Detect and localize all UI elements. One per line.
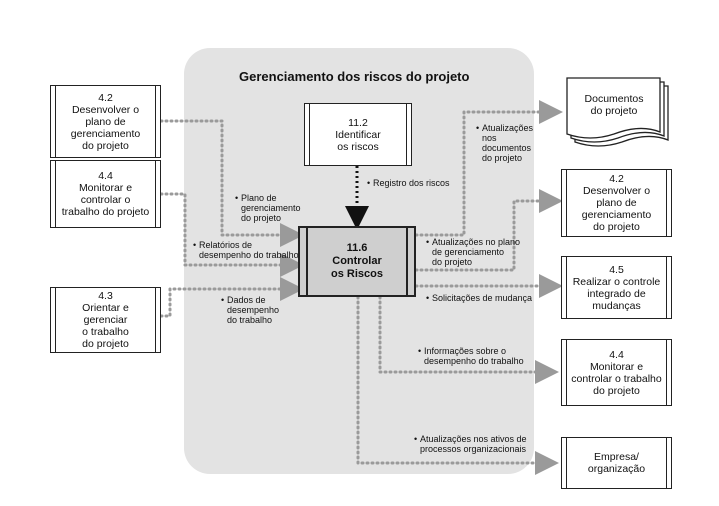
input-process-4-2-text: 4.2 Desenvolver o plano de gerenciamento… (70, 91, 141, 152)
flow-ativos (356, 295, 559, 475)
label-registro: Registro dos riscos (367, 178, 449, 188)
output-process-4-2-text: 4.2 Desenvolver o plano de gerenciamento… (581, 173, 652, 233)
input-process-4-4-text: 4.4 Monitorar e controlar o trabalho do … (61, 170, 150, 218)
label-plano: Plano de gerenciamento do projeto (235, 193, 301, 223)
label-atual-plano: Atualizações no plano de gerenciamento d… (426, 237, 520, 267)
center-process-number: 11.6 (346, 242, 368, 254)
flow-plano (159, 119, 304, 247)
output-documentos: Documentos do projeto (584, 93, 644, 117)
process-11-2: 11.2 Identificar os riscos (304, 103, 412, 166)
input-process-4-3: 4.3 Orientar e gerenciar o trabalho do p… (50, 287, 161, 353)
input-process-4-3-text: 4.3 Orientar e gerenciar o trabalho do p… (82, 290, 129, 350)
output-process-4-5: 4.5 Realizar o controle integrado de mud… (561, 256, 672, 319)
diagram-title: Gerenciamento dos riscos do projeto (239, 69, 470, 84)
label-relatorios: Relatórios de desempenho do trabalho (193, 240, 299, 260)
documents-icon (566, 77, 669, 147)
label-ativos: Atualizações nos ativos de processos org… (414, 434, 527, 454)
output-process-4-2: 4.2 Desenvolver o plano de gerenciamento… (561, 169, 672, 237)
center-process-name: Controlar os Riscos (331, 255, 383, 280)
output-process-4-5-text: 4.5 Realizar o controle integrado de mud… (572, 263, 661, 312)
flow-atual-docs (414, 100, 563, 237)
label-dados: Dados de desempenho do trabalho (221, 295, 279, 325)
input-process-4-4: 4.4 Monitorar e controlar o trabalho do … (50, 160, 161, 228)
label-atual-docs: Atualizações nos documentos do projeto (476, 123, 533, 163)
flow-dados (159, 277, 304, 318)
process-11-2-text: 11.2 Identificar os riscos (335, 116, 381, 153)
flow-atual-plano (414, 189, 563, 272)
output-empresa-text: Empresa/ organização (587, 451, 646, 475)
flow-informacoes (378, 295, 559, 384)
output-empresa: Empresa/ organização (561, 437, 672, 489)
label-solicitacoes: Solicitações de mudança (426, 293, 532, 303)
output-process-4-4: 4.4 Monitorar e controlar o trabalho do … (561, 339, 672, 406)
center-process-11-6: 11.6 Controlar os Riscos (298, 226, 416, 297)
output-process-4-4-text: 4.4 Monitorar e controlar o trabalho do … (571, 348, 662, 397)
label-informacoes: Informações sobre o desempenho do trabal… (418, 346, 524, 366)
input-process-4-2: 4.2 Desenvolver o plano de gerenciamento… (50, 85, 161, 158)
flow-relatorios (159, 192, 304, 277)
